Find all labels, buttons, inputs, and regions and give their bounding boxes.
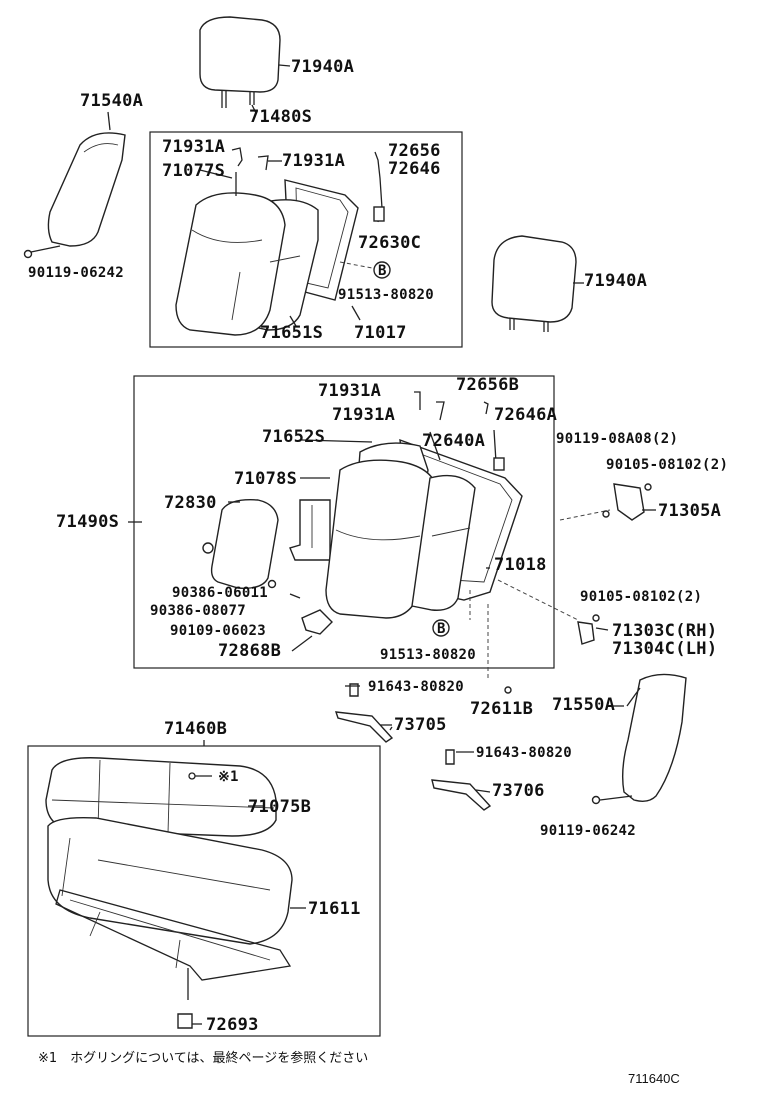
part-label-72646: 72646 <box>388 159 441 179</box>
part-label-72868B: 72868B <box>218 641 282 661</box>
part-label-73706: 73706 <box>492 781 545 801</box>
part-label-90105-08102-lower: 90105-08102(2) <box>580 589 703 605</box>
part-label-71931A-d: 71931A <box>332 405 396 425</box>
drawing-code: 711640C <box>628 1071 680 1086</box>
part-label-71480S: 71480S <box>249 107 313 127</box>
part-label-90119-06242-left: 90119-06242 <box>28 265 125 281</box>
callout-b-lower <box>432 619 450 637</box>
part-label-72656B: 72656B <box>456 375 520 395</box>
part-label-91643-80820-upper: 91643-80820 <box>368 679 465 695</box>
part-label-71611: 71611 <box>308 899 361 919</box>
side-cover-left <box>23 111 126 259</box>
part-label-71460B: 71460B <box>164 719 228 739</box>
seatback-rh-group-box <box>149 131 463 348</box>
part-label-71490S: 71490S <box>56 512 120 532</box>
part-label-72830: 72830 <box>164 493 217 513</box>
part-label-71540A: 71540A <box>80 91 144 111</box>
part-label-71305A: 71305A <box>658 501 722 521</box>
part-label-91513-80820-lower: 91513-80820 <box>380 647 477 663</box>
side-cover-right <box>591 673 687 805</box>
leader-lines <box>128 169 656 1025</box>
part-label-72646A: 72646A <box>494 405 558 425</box>
part-label-72630C: 72630C <box>358 233 422 253</box>
part-label-71940A-right: 71940A <box>584 271 648 291</box>
part-label-91643-80820-lower: 91643-80820 <box>476 745 573 761</box>
callout-b-upper-letter: B <box>378 263 387 279</box>
part-label-71075B: 71075B <box>248 797 312 817</box>
part-label-72611B: 72611B <box>470 699 534 719</box>
part-label-72656: 72656 <box>388 141 441 161</box>
part-label-72640A: 72640A <box>422 431 486 451</box>
headrest-right <box>491 235 584 332</box>
part-label-71931A-c: 71931A <box>318 381 382 401</box>
part-label-90105-08102-upper: 90105-08102(2) <box>606 457 729 473</box>
part-label-71931A-a: 71931A <box>162 137 226 157</box>
part-label-73705: 73705 <box>394 715 447 735</box>
part-label-71931A-b: 71931A <box>282 151 346 171</box>
part-label-71078S: 71078S <box>234 469 298 489</box>
part-label-71651S: 71651S <box>260 323 324 343</box>
part-label-72693: 72693 <box>206 1015 259 1035</box>
part-label-90119-08A08: 90119-08A08(2) <box>556 431 679 447</box>
callout-b-upper <box>373 261 391 279</box>
hog-ring-note-mark: ※1 <box>218 769 239 785</box>
part-label-71652S: 71652S <box>262 427 326 447</box>
part-label-90386-08077: 90386-08077 <box>150 603 247 619</box>
lower-brackets <box>334 683 512 811</box>
hinge-71305A <box>602 483 652 521</box>
part-label-71940A-top: 71940A <box>291 57 355 77</box>
part-label-90119-06242-right: 90119-06242 <box>540 823 637 839</box>
seatback-rh-assembly <box>175 147 385 336</box>
seat-cushion-assembly <box>45 757 293 1029</box>
part-label-71550A: 71550A <box>552 695 616 715</box>
footnote-text: ※1 ホグリングについては、最終ページを参照ください <box>38 1051 369 1066</box>
part-label-71304C-lh: 71304C(LH) <box>612 639 718 659</box>
hinge-71303C <box>577 614 600 645</box>
part-label-71303C-rh: 71303C(RH) <box>612 621 718 641</box>
part-label-71077S: 71077S <box>162 161 226 181</box>
part-label-90386-06011: 90386-06011 <box>172 585 269 601</box>
part-label-90109-06023: 90109-06023 <box>170 623 267 639</box>
part-label-71017: 71017 <box>354 323 407 343</box>
callout-b-lower-letter: B <box>437 621 446 637</box>
headrest-top <box>199 16 291 114</box>
seatback-lh-assembly <box>202 391 611 678</box>
part-label-71018: 71018 <box>494 555 547 575</box>
part-label-91513-80820-upper: 91513-80820 <box>338 287 435 303</box>
